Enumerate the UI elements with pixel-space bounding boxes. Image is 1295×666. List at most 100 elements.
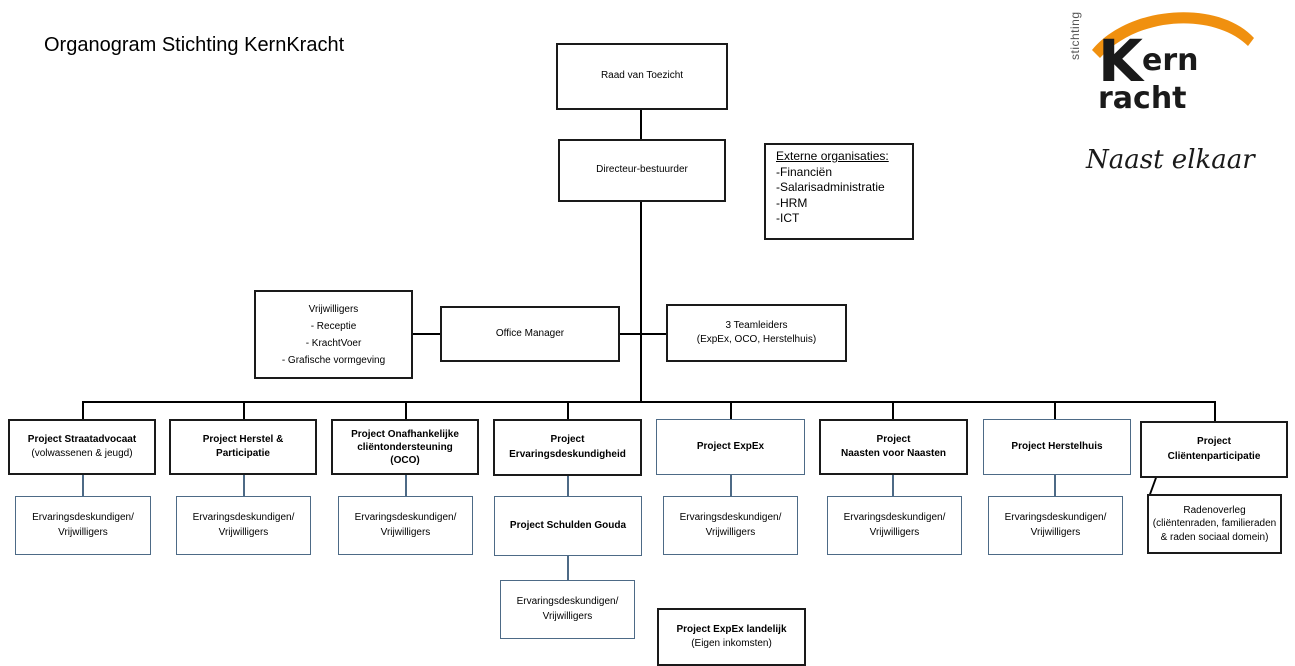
project-title: Project Straatadvocaat xyxy=(27,433,137,445)
svg-text:K: K xyxy=(1098,27,1145,95)
project-schulden-gouda-box: Project Schulden Gouda xyxy=(494,496,642,556)
ervaringsdeskundigen-box-7: Ervaringsdeskundigen/ Vrijwilligers xyxy=(988,496,1123,555)
sub-line2: Vrijwilligers xyxy=(380,526,431,538)
ervaringsdeskundigen-box-schulden: Ervaringsdeskundigen/ Vrijwilligers xyxy=(500,580,635,639)
radenoverleg-line: & raden sociaal domein) xyxy=(1160,531,1269,543)
sub-line2: Vrijwilligers xyxy=(705,526,756,538)
project-title: Project ExpEx xyxy=(696,440,765,452)
directeur-label: Directeur-bestuurder xyxy=(596,164,688,176)
sub-connector-8 xyxy=(1149,478,1157,494)
project-title: Project Herstelhuis xyxy=(1011,440,1103,452)
externe-heading: Externe organisaties: xyxy=(776,149,889,163)
vrijwilligers-item: - Grafische vormgeving xyxy=(281,354,386,366)
sub-line2: Vrijwilligers xyxy=(542,610,593,622)
vrijwilligers-item: - Receptie xyxy=(310,320,357,332)
drop-4 xyxy=(567,401,569,419)
sub-line1: Ervaringsdeskundigen/ xyxy=(354,512,457,523)
sub-connector-1 xyxy=(82,474,84,496)
connector-vrijw-office xyxy=(412,333,440,335)
drop-2 xyxy=(243,401,245,419)
sub-line1: Ervaringsdeskundigen/ xyxy=(192,512,295,523)
project-expex-box: Project ExpEx xyxy=(656,419,805,475)
drop-6 xyxy=(892,401,894,419)
externe-item: -HRM xyxy=(776,195,808,210)
sub-connector-7 xyxy=(1054,474,1056,496)
connector-projects-horizontal xyxy=(82,401,1216,403)
project-naasten-box: Project Naasten voor Naasten xyxy=(819,419,968,475)
project-straatadvocaat-box: Project Straatadvocaat (volwassenen & je… xyxy=(8,419,156,475)
sub-connector-3 xyxy=(405,474,407,496)
project-title: Project xyxy=(876,433,911,445)
sub-line2: Vrijwilligers xyxy=(218,526,269,538)
radenoverleg-title: Radenoverleg xyxy=(1183,504,1246,516)
radenoverleg-line: (cliëntenraden, familieraden xyxy=(1152,518,1277,530)
connector-main-vertical xyxy=(640,202,642,402)
ervaringsdeskundigen-box-1: Ervaringsdeskundigen/ Vrijwilligers xyxy=(15,496,151,555)
ervaringsdeskundigen-box-2: Ervaringsdeskundigen/ Vrijwilligers xyxy=(176,496,311,555)
vrijwilligers-title: Vrijwilligers xyxy=(308,303,359,315)
svg-text:Naast elkaar: Naast elkaar xyxy=(1085,145,1256,175)
drop-8 xyxy=(1214,401,1216,421)
teamleiders-line2: (ExpEx, OCO, Herstelhuis) xyxy=(696,334,817,345)
svg-text:ern: ern xyxy=(1142,43,1199,78)
project-subtitle: (OCO) xyxy=(390,454,420,466)
project-expex-landelijk-box: Project ExpEx landelijk (Eigen inkomsten… xyxy=(657,608,806,666)
kernkracht-logo: K ern racht Naast elkaar stichting xyxy=(1068,8,1260,178)
externe-item: -Salarisadministratie xyxy=(776,180,885,195)
sub-line1: Ervaringsdeskundigen/ xyxy=(679,512,782,523)
sub-line2: Vrijwilligers xyxy=(58,526,108,538)
ervaringsdeskundigen-box-3: Ervaringsdeskundigen/ Vrijwilligers xyxy=(338,496,473,555)
directeur-bestuurder-box: Directeur-bestuurder xyxy=(558,139,726,202)
sub-line1: Ervaringsdeskundigen/ xyxy=(1004,512,1107,523)
logo-graphic: K ern racht Naast elkaar xyxy=(1085,12,1256,175)
project-subtitle: Participatie xyxy=(216,448,270,459)
drop-1 xyxy=(82,401,84,419)
logo-side-text: stichting xyxy=(1068,11,1082,60)
svg-text:racht: racht xyxy=(1098,81,1187,116)
drop-7 xyxy=(1054,401,1056,419)
schulden-label: Project Schulden Gouda xyxy=(509,519,627,531)
sub-line1: Ervaringsdeskundigen/ xyxy=(516,596,619,607)
sub-line1: Ervaringsdeskundigen/ xyxy=(843,512,946,523)
landelijk-subtitle: (Eigen inkomsten) xyxy=(691,638,772,649)
landelijk-title: Project ExpEx landelijk xyxy=(676,623,787,635)
radenoverleg-box: Radenoverleg (cliëntenraden, familierade… xyxy=(1147,494,1282,554)
project-subtitle: Cliëntenparticipatie xyxy=(1167,450,1261,462)
project-title: Project xyxy=(1197,436,1231,447)
raad-label: Raad van Toezicht xyxy=(600,70,684,82)
raad-van-toezicht-box: Raad van Toezicht xyxy=(556,43,728,110)
office-manager-box: Office Manager xyxy=(440,306,620,362)
project-subtitle: cliëntondersteuning xyxy=(357,441,453,453)
project-subtitle: Ervaringsdeskundigheid xyxy=(509,448,626,460)
vrijwilligers-item: - KrachtVoer xyxy=(305,337,362,349)
connector-office-team xyxy=(620,333,666,335)
sub-line2: Vrijwilligers xyxy=(1030,526,1081,538)
sub-connector-4 xyxy=(567,476,569,496)
sub-connector-5 xyxy=(730,474,732,496)
project-title: Project Onafhankelijke xyxy=(351,428,459,440)
externe-item: -ICT xyxy=(776,211,800,226)
sub-line2: Vrijwilligers xyxy=(869,526,920,538)
externe-organisaties-box: Externe organisaties: -Financiën -Salari… xyxy=(764,143,914,240)
externe-item: -Financiën xyxy=(776,164,833,179)
sub-line1: Ervaringsdeskundigen/ xyxy=(32,512,134,523)
drop-5 xyxy=(730,401,732,419)
page-title: Organogram Stichting KernKracht xyxy=(44,34,345,56)
ervaringsdeskundigen-box-6: Ervaringsdeskundigen/ Vrijwilligers xyxy=(827,496,962,555)
project-subtitle: (volwassenen & jeugd) xyxy=(31,448,133,459)
project-herstelhuis-box: Project Herstelhuis xyxy=(983,419,1131,475)
vrijwilligers-box: Vrijwilligers - Receptie - KrachtVoer - … xyxy=(254,290,413,379)
project-subtitle: Naasten voor Naasten xyxy=(840,448,947,459)
ervaringsdeskundigen-box-5: Ervaringsdeskundigen/ Vrijwilligers xyxy=(663,496,798,555)
project-ervaringsdeskundigheid-box: Project Ervaringsdeskundigheid xyxy=(493,419,642,476)
office-manager-label: Office Manager xyxy=(495,327,565,339)
sub-connector-6 xyxy=(892,474,894,496)
teamleiders-line1: 3 Teamleiders xyxy=(725,319,788,331)
teamleiders-box: 3 Teamleiders (ExpEx, OCO, Herstelhuis) xyxy=(666,304,847,362)
sub-connector-4b xyxy=(567,556,569,580)
sub-connector-2 xyxy=(243,474,245,496)
project-title: Project Herstel & xyxy=(202,433,284,445)
project-herstel-participatie-box: Project Herstel & Participatie xyxy=(169,419,317,475)
drop-3 xyxy=(405,401,407,419)
project-title: Project xyxy=(550,434,585,445)
